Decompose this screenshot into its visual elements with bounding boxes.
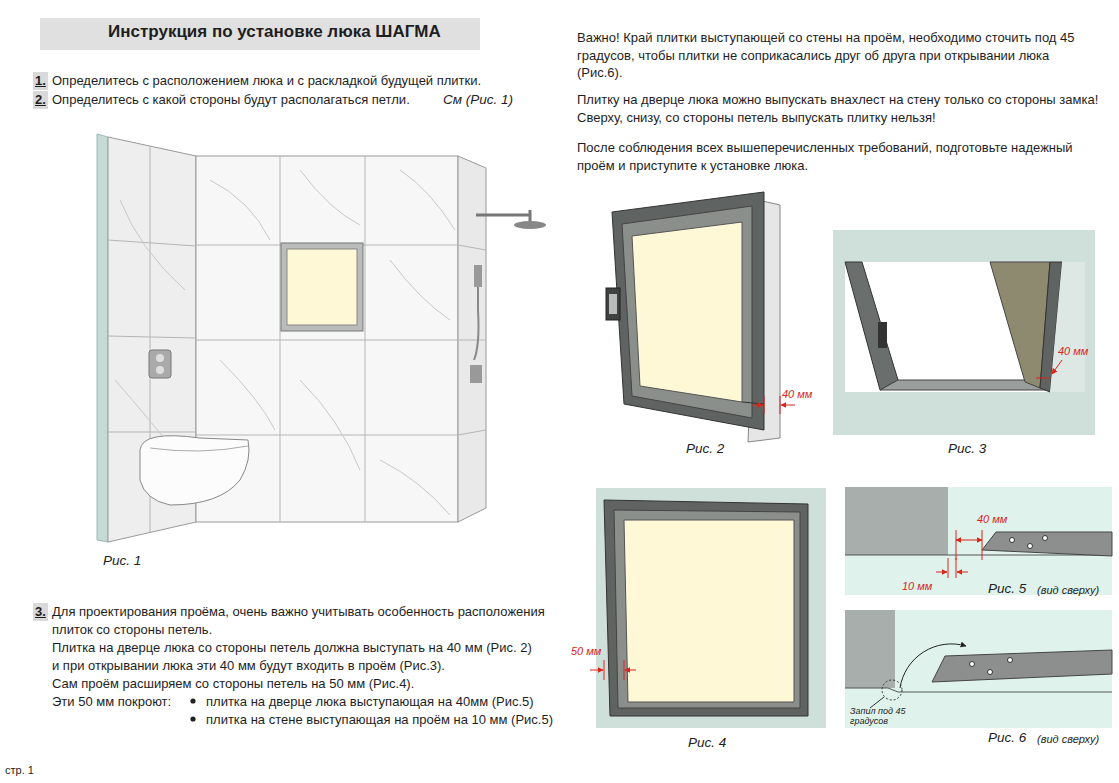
figure-caption: Рис. 1 xyxy=(103,552,141,570)
figure-caption: Рис. 4 xyxy=(688,734,726,752)
bathroom-illustration xyxy=(97,134,546,542)
step-text: Для проектирования проёма, очень важно у… xyxy=(52,603,557,638)
figure-caption: Рис. 5 xyxy=(988,580,1026,598)
step-text: Плитка на дверце люка со стороны петель … xyxy=(52,639,572,657)
page-title: Инструкция по установке люка ШАГМА xyxy=(108,23,441,41)
step-number: 1. xyxy=(33,72,48,90)
page-number: стр. 1 xyxy=(5,762,34,780)
dimension-label: 10 мм xyxy=(902,580,932,593)
note-text: После соблюдения всех вышеперечисленных … xyxy=(577,139,1112,174)
step-text: Эти 50 мм покроют: xyxy=(52,693,192,711)
top-view-figure-5 xyxy=(845,487,1112,595)
step-number: 2. xyxy=(33,91,48,109)
figure-caption: Рис. 3 xyxy=(948,440,986,458)
figure-reference: См (Рис. 1) xyxy=(443,91,513,109)
top-view-figure-6 xyxy=(845,610,1112,728)
title-band xyxy=(40,18,480,50)
view-note: (вид сверху) xyxy=(1037,731,1099,749)
bullet-text: плитка на дверце люка выступающая на 40м… xyxy=(206,693,566,711)
figure-caption: Рис. 6 xyxy=(988,729,1026,747)
step-text: Сам проём расширяем со стороны петель на… xyxy=(52,675,572,693)
step-text: Определитесь с расположением люка и с ра… xyxy=(52,72,572,90)
cut-note: Запил под 45 градусов xyxy=(850,706,912,726)
hatch-figure-3 xyxy=(833,230,1095,435)
step-number: 3. xyxy=(33,603,48,621)
note-text: Плитку на дверце люка можно выпускать вн… xyxy=(577,91,1112,126)
bullet xyxy=(190,716,195,721)
dimension-label: 40 мм xyxy=(1058,345,1088,358)
note-text: Важно! Край плитки выступающей со стены … xyxy=(577,29,1087,82)
dimension-label: 40 мм xyxy=(977,513,1007,526)
dimension-label: 50 мм xyxy=(571,645,601,658)
figure-caption: Рис. 2 xyxy=(686,440,724,458)
step-text: Определитесь с какой стороны будут распо… xyxy=(52,91,442,109)
hatch-figure-2 xyxy=(606,192,795,442)
bullet xyxy=(190,698,195,703)
step-text: и при открывании люка эти 40 мм будут вх… xyxy=(52,657,572,675)
view-note: (вид сверху) xyxy=(1037,582,1099,600)
hatch-figure-4 xyxy=(590,488,826,728)
bullet-text: плитка на стене выступающая на проём на … xyxy=(206,711,566,729)
dimension-label: 40 мм xyxy=(782,388,812,401)
